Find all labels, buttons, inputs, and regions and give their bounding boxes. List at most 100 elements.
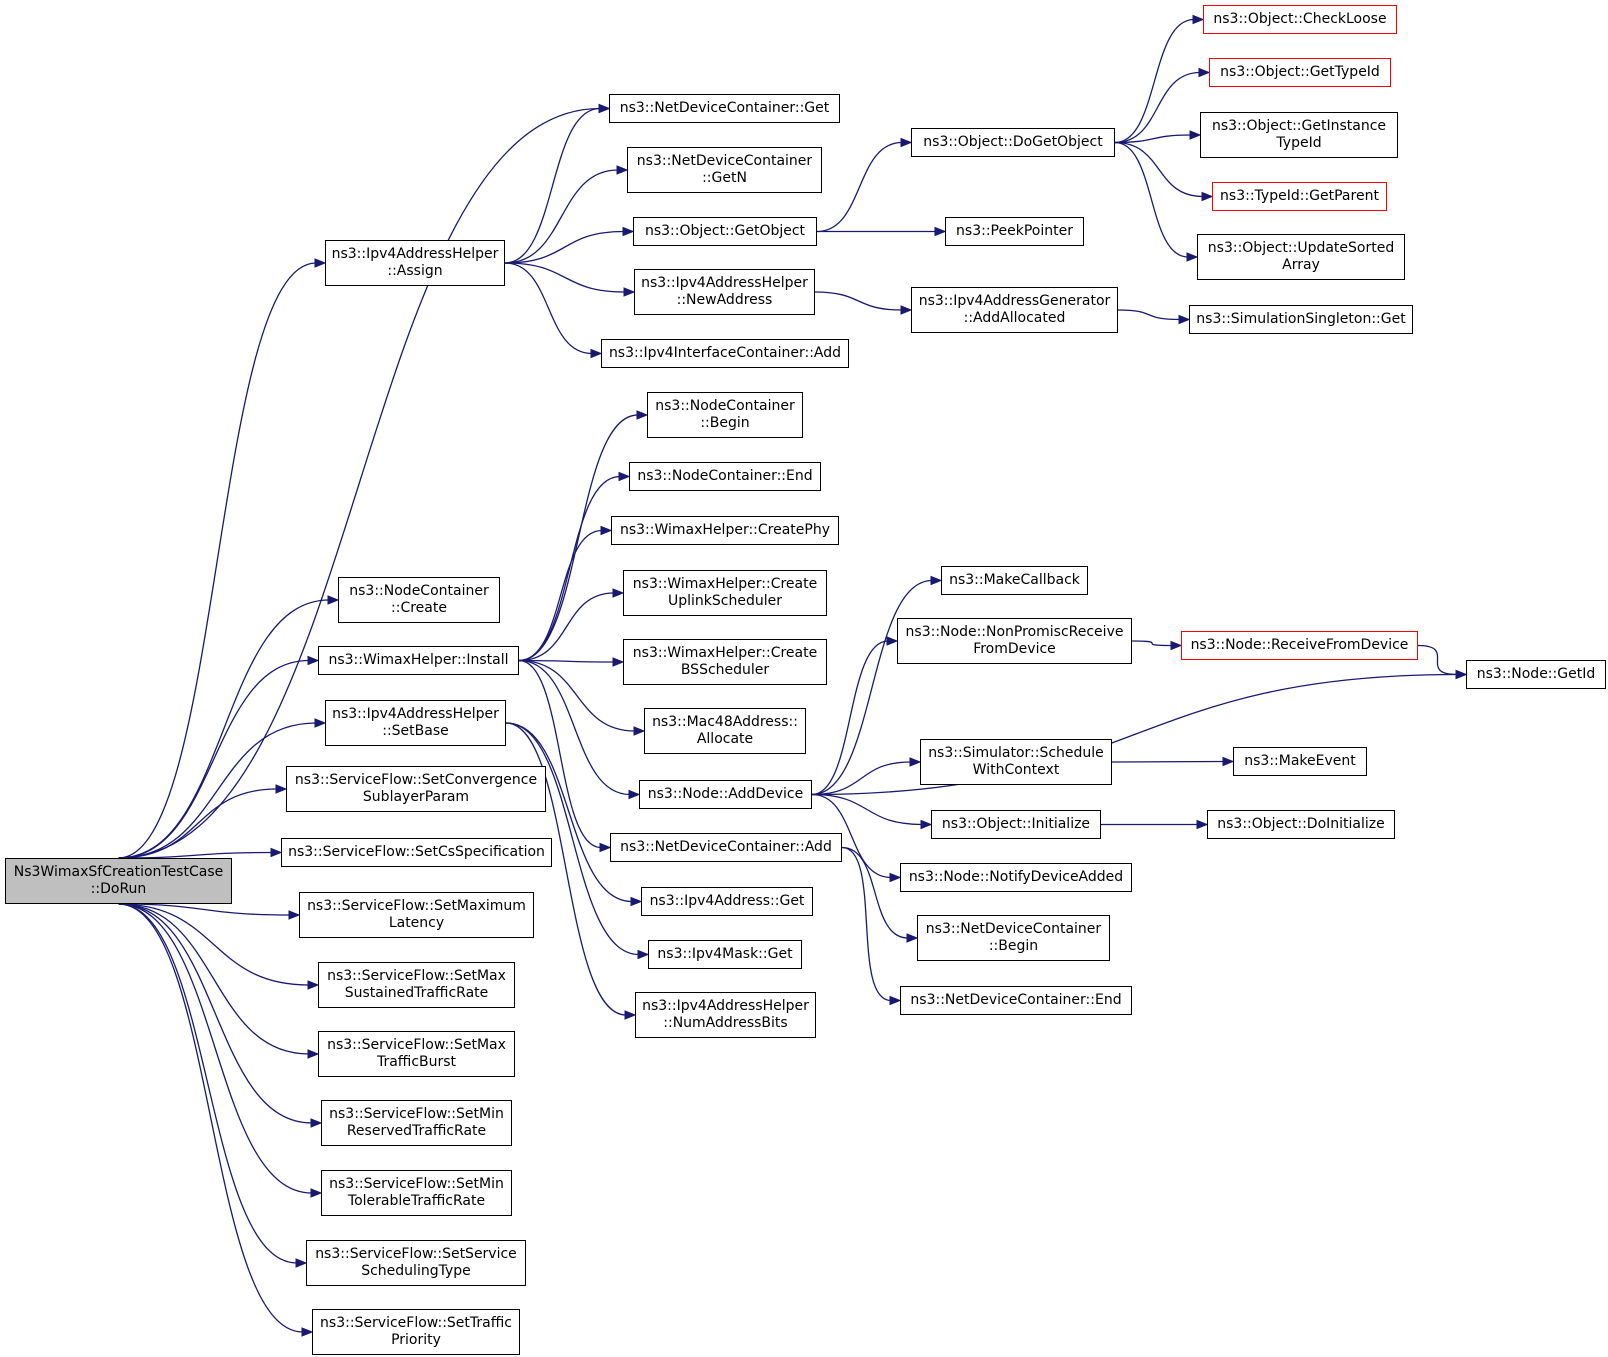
node-ip4-get[interactable]: ns3::Ipv4Address::Get [641, 887, 813, 916]
edge-root-sfMaxBurst [118, 903, 310, 1055]
edge-ndcAdd-ndcBegin [841, 846, 909, 939]
arrowhead-nodeAddDev [628, 789, 641, 800]
edge-nonPromisc-recvFromDev [1131, 640, 1173, 647]
edge-wimaxInstall-createUl [518, 592, 615, 662]
node-ndc-end[interactable]: ns3::NetDeviceContainer::End [900, 986, 1132, 1015]
arrowhead-recvFromDev [1170, 640, 1183, 651]
node-add-alloc[interactable]: ns3::Ipv4AddressGenerator ::AddAllocated [911, 287, 1118, 333]
node-ip4-assign[interactable]: ns3::Ipv4AddressHelper ::Assign [325, 240, 505, 286]
edge-nodeAddDev-nonPromisc [811, 640, 889, 796]
arrowhead-newAddr [623, 287, 636, 297]
node-create-ul[interactable]: ns3::WimaxHelper::Create UplinkScheduler [623, 570, 827, 616]
edge-wimaxInstall-createBs [518, 659, 615, 663]
edge-ip4SetBase-numAddrBits [505, 722, 627, 1016]
node-ndc-begin[interactable]: ns3::NetDeviceContainer ::Begin [917, 915, 1110, 961]
node-root: Ns3WimaxSfCreationTestCase ::DoRun [5, 858, 232, 904]
node-do-get-object[interactable]: ns3::Object::DoGetObject [911, 128, 1115, 157]
arrowhead-ndcEnd [889, 995, 902, 1006]
edge-root-sfMaxLat [118, 903, 291, 916]
node-non-promisc[interactable]: ns3::Node::NonPromiscReceive FromDevice [897, 618, 1132, 664]
edge-ip4Assign-ndcGet [504, 107, 601, 264]
arrowhead-macAlloc [633, 726, 646, 736]
edge-root-sfConv [118, 788, 278, 859]
node-make-event[interactable]: ns3::MakeEvent [1233, 747, 1367, 776]
arrowhead-numAddrBits [624, 1010, 637, 1020]
node-notify-added[interactable]: ns3::Node::NotifyDeviceAdded [900, 863, 1132, 892]
node-node-add-dev[interactable]: ns3::Node::AddDevice [639, 780, 812, 809]
edge-ip4SetBase-ip4Get [505, 722, 633, 903]
node-peek-ptr[interactable]: ns3::PeekPointer [945, 217, 1084, 246]
edge-doGetObject-checkLoose [1114, 18, 1195, 144]
arrowhead-sfSched [295, 1258, 308, 1268]
node-ip4-set-base[interactable]: ns3::Ipv4AddressHelper ::SetBase [325, 700, 506, 746]
node-ndc-get[interactable]: ns3::NetDeviceContainer::Get [609, 94, 840, 123]
edge-doGetObject-updateSorted [1114, 141, 1189, 258]
node-nc-begin[interactable]: ns3::NodeContainer ::Begin [647, 392, 803, 438]
node-new-addr[interactable]: ns3::Ipv4AddressHelper ::NewAddress [634, 269, 815, 315]
node-check-loose[interactable]: ns3::Object::CheckLoose [1203, 5, 1397, 34]
node-sf-cs[interactable]: ns3::ServiceFlow::SetCsSpecification [281, 838, 552, 867]
node-recv-from-dev[interactable]: ns3::Node::ReceiveFromDevice [1181, 631, 1418, 660]
edge-root-sfMaxSus [118, 903, 310, 986]
arrowhead-nodeGetId [1455, 669, 1468, 680]
node-get-parent[interactable]: ns3::TypeId::GetParent [1212, 182, 1387, 211]
node-wimax-install[interactable]: ns3::WimaxHelper::Install [318, 646, 519, 675]
arrowhead-simSingleton [1178, 314, 1191, 325]
node-sf-min-tol[interactable]: ns3::ServiceFlow::SetMin TolerableTraffi… [321, 1170, 512, 1216]
node-sf-sched[interactable]: ns3::ServiceFlow::SetService SchedulingT… [306, 1240, 526, 1286]
node-make-cb[interactable]: ns3::MakeCallback [941, 566, 1088, 595]
edge-root-sfSched [118, 903, 298, 1264]
node-sf-max-sus[interactable]: ns3::ServiceFlow::SetMax SustainedTraffi… [318, 962, 515, 1008]
node-update-sorted[interactable]: ns3::Object::UpdateSorted Array [1197, 234, 1405, 280]
edge-nodeAddDev-notifyAdded [811, 793, 892, 879]
edge-nodeAddDev-makeCb [811, 579, 933, 796]
node-create-bs[interactable]: ns3::WimaxHelper::Create BSScheduler [623, 639, 827, 685]
edge-newAddr-addAlloc [814, 291, 903, 311]
node-sf-prio[interactable]: ns3::ServiceFlow::SetTraffic Priority [312, 1309, 520, 1355]
node-mask-get[interactable]: ns3::Ipv4Mask::Get [648, 940, 802, 969]
node-sim-singleton[interactable]: ns3::SimulationSingleton::Get [1189, 305, 1413, 334]
edge-wimaxInstall-nodeAddDev [518, 659, 631, 796]
edge-wimaxInstall-createPhy [518, 529, 603, 662]
node-sf-max-lat[interactable]: ns3::ServiceFlow::SetMaximum Latency [299, 892, 534, 938]
edge-doGetObject-getTypeId [1114, 71, 1201, 144]
node-sched-ctx[interactable]: ns3::Simulator::Schedule WithContext [920, 739, 1112, 785]
edge-wimaxInstall-ndcAdd [518, 659, 602, 849]
node-nc-create[interactable]: ns3::NodeContainer ::Create [338, 577, 500, 623]
edge-root-ip4Assign [118, 262, 317, 859]
arrowhead-updateSorted [1186, 252, 1199, 262]
node-create-phy[interactable]: ns3::WimaxHelper::CreatePhy [611, 516, 839, 545]
edge-ip4Assign-ndcGetN [504, 169, 619, 264]
edge-doGetObject-getInstTypeId [1114, 134, 1192, 144]
arrowhead-sfMaxLat [288, 910, 301, 920]
node-sf-min-res[interactable]: ns3::ServiceFlow::SetMin ReservedTraffic… [321, 1100, 512, 1146]
node-sf-max-burst[interactable]: ns3::ServiceFlow::SetMax TrafficBurst [318, 1031, 515, 1077]
node-get-type-id[interactable]: ns3::Object::GetTypeId [1209, 58, 1391, 87]
node-num-addr-bits[interactable]: ns3::Ipv4AddressHelper ::NumAddressBits [635, 992, 816, 1038]
node-sf-conv[interactable]: ns3::ServiceFlow::SetConvergence Sublaye… [286, 766, 546, 812]
arrowhead-objInit [920, 819, 933, 830]
arrowhead-ip4Get [630, 896, 643, 907]
edge-nodeAddDev-schedCtx [811, 761, 912, 796]
node-ndc-add[interactable]: ns3::NetDeviceContainer::Add [610, 833, 842, 862]
node-get-inst-type-id[interactable]: ns3::Object::GetInstance TypeId [1200, 112, 1398, 158]
node-ifc-add[interactable]: ns3::Ipv4InterfaceContainer::Add [601, 339, 849, 368]
edge-ndcAdd-ndcEnd [841, 846, 892, 1002]
arrowhead-ncEnd [618, 471, 631, 482]
arrowhead-ip4SetBase [314, 718, 327, 728]
arrowhead-notifyAdded [889, 872, 902, 883]
edge-root-sfPrio [118, 903, 304, 1333]
node-obj-init[interactable]: ns3::Object::Initialize [931, 810, 1101, 839]
node-obj-get-object[interactable]: ns3::Object::GetObject [633, 217, 817, 246]
edge-root-ip4SetBase [118, 722, 317, 859]
arrowhead-sfMaxBurst [307, 1049, 320, 1059]
node-mac-alloc[interactable]: ns3::Mac48Address:: Allocate [644, 708, 806, 754]
node-node-get-id[interactable]: ns3::Node::GetId [1466, 660, 1606, 689]
node-obj-do-init[interactable]: ns3::Object::DoInitialize [1207, 810, 1395, 839]
edge-ip4Assign-objGetObject [504, 230, 625, 264]
node-nc-end[interactable]: ns3::NodeContainer::End [629, 462, 821, 491]
arrowhead-ip4Assign [314, 258, 327, 268]
node-ndc-get-n[interactable]: ns3::NetDeviceContainer ::GetN [627, 147, 822, 193]
arrowhead-objGetObject [622, 226, 635, 237]
